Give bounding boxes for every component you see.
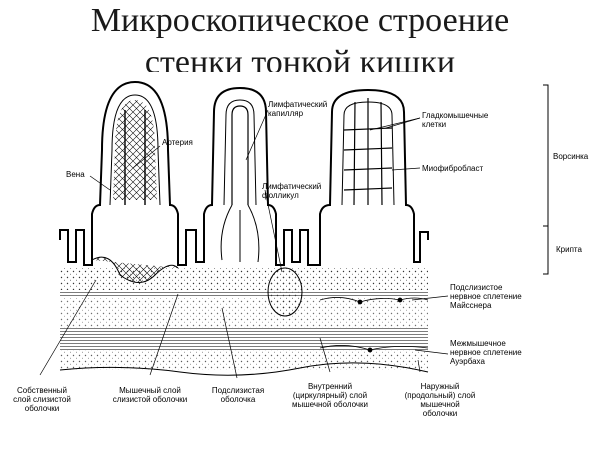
- lamina-propria-layer: [60, 268, 428, 290]
- smooth-muscle-cells: [343, 98, 393, 206]
- inner-circular-muscle-layer: [60, 328, 428, 350]
- label-submucosa: Подслизистая оболочка: [211, 386, 265, 404]
- label-vein: Вена: [66, 170, 85, 179]
- outer-longitudinal-muscle-layer: [60, 350, 428, 370]
- lymphatic-follicle-shape: [267, 267, 303, 317]
- label-smooth-muscle-cells: Гладкомышечные клетки: [422, 111, 489, 129]
- label-myofibroblast: Миофибробласт: [422, 164, 484, 173]
- meissner-plexus: [319, 297, 429, 303]
- tissue-layers: [59, 268, 429, 376]
- label-outer-longitudinal-muscle: Наружный (продольный) слой мышечной обол…: [404, 382, 476, 418]
- nerve-plexuses: [319, 297, 429, 353]
- slide-title-line2: стенки тонкой кишки: [144, 44, 456, 72]
- label-muscularis-mucosae: Мышечный слой слизистой оболочки: [112, 386, 188, 404]
- crypt-bracket: [543, 225, 549, 275]
- label-lymphatic-follicle: Лимфатический фолликул: [262, 182, 322, 200]
- label-meissner-plexus: Подслизистое нервное сплетение Майсснера: [450, 283, 522, 310]
- submucosa-layer: [60, 298, 428, 328]
- label-auerbach-plexus: Межмышечное нервное сплетение Ауэрбаха: [450, 339, 522, 366]
- region-brackets: [543, 84, 549, 275]
- label-lymphatic-capillary: Лимфатический капилляр: [268, 100, 328, 118]
- slide-title-line1: Микроскопическое строение: [90, 2, 510, 39]
- label-crypt: Крипта: [556, 245, 582, 254]
- villus-bracket: [543, 84, 549, 227]
- label-artery: Артерия: [162, 138, 193, 147]
- leader-lines: [39, 109, 449, 379]
- lymphatic-capillary-vessel: [231, 105, 249, 205]
- label-lamina-propria: Собственный слой слизистой оболочки: [13, 386, 71, 413]
- villus-blood-vessel-network: [91, 100, 179, 283]
- lymphatic-structures: [220, 105, 303, 317]
- epithelium-outline: [59, 80, 429, 266]
- serosa-edge: [59, 362, 429, 376]
- villus-1-inner-line: [109, 94, 161, 206]
- label-inner-circular-muscle: Внутренний (циркулярный) слой мышечной о…: [291, 382, 369, 409]
- villus-2-inner-line: [223, 99, 257, 206]
- label-villus: Ворсинка: [553, 152, 589, 161]
- muscularis-mucosae-layer: [60, 290, 428, 298]
